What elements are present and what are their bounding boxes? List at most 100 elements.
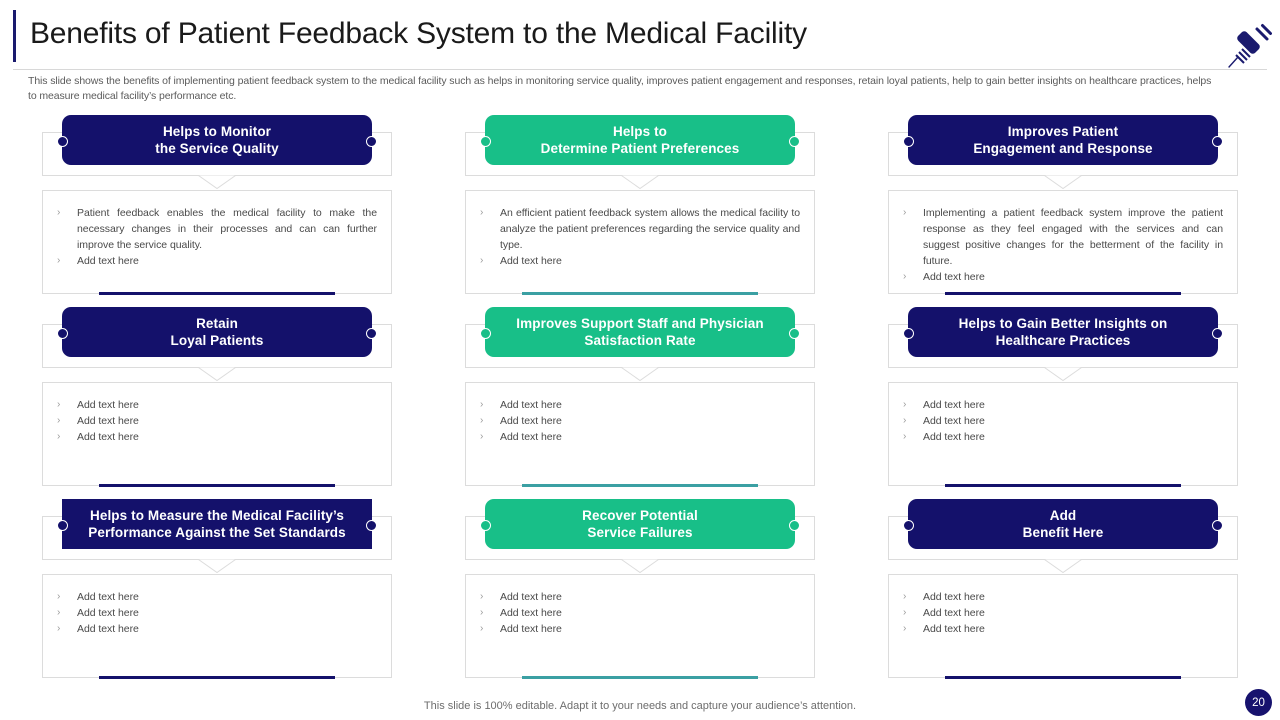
connector-dot-left	[480, 136, 491, 147]
bullet-text: Add text here	[77, 591, 139, 603]
benefit-accent-bar	[945, 292, 1181, 295]
benefit-bullet-list: ›Add text here›Add text here›Add text he…	[43, 575, 391, 637]
benefit-title-line-1: Improves Support Staff and Physician	[516, 316, 764, 331]
connector-dot-right	[789, 328, 800, 339]
connector-dot-right	[789, 520, 800, 531]
slide-description: This slide shows the benefits of impleme…	[28, 75, 1212, 102]
benefit-title-banner[interactable]: Helps to Determine Patient Preferences	[485, 115, 795, 165]
chevron-down-icon	[621, 367, 659, 382]
benefit-bullet-item: ›Add text here	[57, 429, 377, 445]
benefit-title-text: Helps to Determine Patient Preferences	[541, 123, 740, 157]
benefit-bullet-item: ›Add text here	[480, 397, 800, 413]
connector-dot-left	[480, 520, 491, 531]
bullet-chevron-icon: ›	[480, 607, 484, 618]
benefit-bullet-list: ›Add text here›Add text here›Add text he…	[466, 575, 814, 637]
page-number-badge: 20	[1245, 689, 1272, 716]
benefit-title-line-1: Helps to	[612, 124, 668, 139]
bullet-text: Add text here	[923, 415, 985, 427]
benefit-bullet-item: ›Add text here	[480, 429, 800, 445]
bullet-chevron-icon: ›	[57, 591, 61, 602]
benefit-bullet-list: ›Implementing a patient feedback system …	[889, 191, 1237, 285]
bullet-text: Add text here	[923, 623, 985, 635]
bullet-chevron-icon: ›	[903, 607, 907, 618]
benefit-body[interactable]: ›Add text here›Add text here›Add text he…	[42, 574, 392, 679]
benefit-body[interactable]: ›Implementing a patient feedback system …	[888, 190, 1238, 295]
benefit-body[interactable]: ›Add text here›Add text here›Add text he…	[888, 574, 1238, 679]
benefit-title-line-1: Recover Potential	[582, 508, 698, 523]
benefit-title-line-1: Improves Patient	[1007, 124, 1119, 139]
bullet-chevron-icon: ›	[903, 399, 907, 410]
benefit-body[interactable]: ›Add text here›Add text here›Add text he…	[465, 574, 815, 679]
connector-dot-left	[903, 520, 914, 531]
bullet-chevron-icon: ›	[57, 207, 61, 218]
bullet-chevron-icon: ›	[480, 255, 484, 266]
bullet-text: Patient feedback enables the medical fac…	[77, 207, 377, 251]
bullet-text: Add text here	[923, 591, 985, 603]
benefit-bullet-list: ›Add text here›Add text here›Add text he…	[43, 383, 391, 445]
benefit-accent-bar	[99, 676, 335, 679]
benefit-title-line-1: Helps to Monitor	[162, 124, 272, 139]
benefit-bullet-list: ›An efficient patient feedback system al…	[466, 191, 814, 269]
benefit-body[interactable]: ›Add text here›Add text here›Add text he…	[465, 382, 815, 487]
benefit-bullet-item: ›Add text here	[903, 621, 1223, 637]
benefit-banner-wrap: Helps to Determine Patient Preferences	[465, 112, 815, 190]
bullet-text: Add text here	[923, 399, 985, 411]
benefit-bullet-item: ›Add text here	[57, 253, 377, 269]
bullet-chevron-icon: ›	[480, 431, 484, 442]
bullet-chevron-icon: ›	[480, 207, 484, 218]
benefit-card[interactable]: Helps to Determine Patient Preferences ›An…	[465, 112, 815, 295]
bullet-chevron-icon: ›	[57, 607, 61, 618]
chevron-down-icon	[198, 175, 236, 190]
benefit-title-line-1: Add	[1049, 508, 1077, 523]
bullet-chevron-icon: ›	[57, 623, 61, 634]
benefit-body[interactable]: › Patient feedback enables the medical fa…	[42, 190, 392, 295]
benefit-body[interactable]: ›Add text here›Add text here›Add text he…	[888, 382, 1238, 487]
benefit-bullet-item: ›Add text here	[57, 621, 377, 637]
benefit-title-line-2: Determine Patient Preferences	[540, 141, 740, 156]
benefit-bullet-item: › Patient feedback enables the medical fa…	[57, 205, 377, 253]
chevron-down-icon	[198, 367, 236, 382]
bullet-chevron-icon: ›	[57, 415, 61, 426]
footer-note: This slide is 100% editable. Adapt it to…	[423, 700, 857, 712]
bullet-text: Add text here	[923, 271, 985, 283]
benefit-title-line-1: Retain	[196, 316, 238, 331]
benefit-body[interactable]: ›Add text here›Add text here›Add text he…	[42, 382, 392, 487]
connector-dot-left	[57, 328, 68, 339]
benefit-bullet-item: › Add text here	[57, 589, 377, 605]
bullet-text: Add text here	[500, 591, 562, 603]
benefit-bullet-item: ›Add text here	[903, 429, 1223, 445]
bullet-text: Add text here	[77, 415, 139, 427]
benefit-bullet-item: › Add text here	[57, 413, 377, 429]
chevron-down-icon	[1044, 367, 1082, 382]
benefit-accent-bar	[945, 484, 1181, 487]
benefit-bullet-item: ›Add text here	[480, 605, 800, 621]
benefit-body[interactable]: ›An efficient patient feedback system al…	[465, 190, 815, 295]
